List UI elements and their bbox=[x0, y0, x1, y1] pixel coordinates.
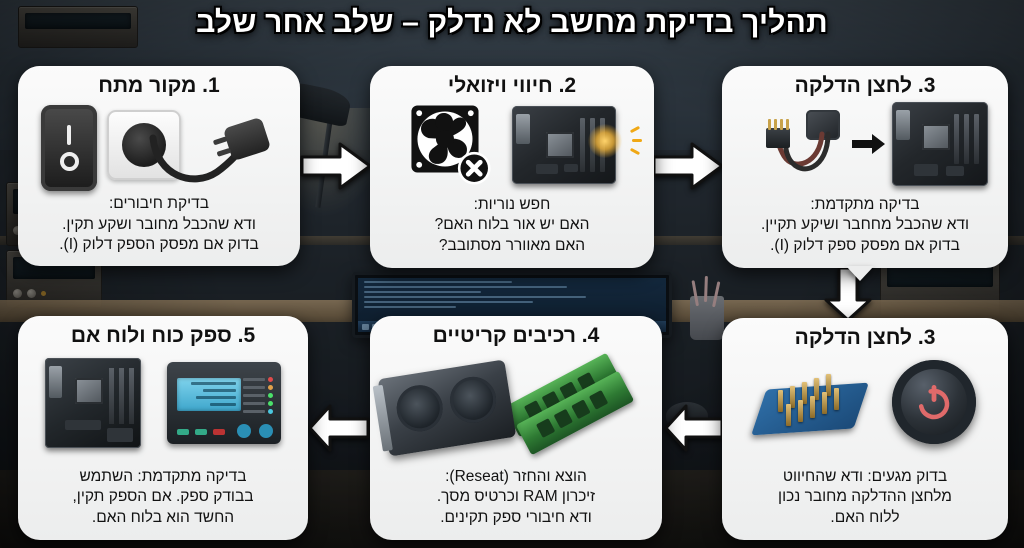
arrow-step4-to-step5 bbox=[308, 404, 370, 452]
step-card-4-title: 4. רכיבים קריטיים bbox=[432, 324, 600, 347]
power-button-icon bbox=[892, 360, 976, 445]
cpu-socket bbox=[75, 378, 103, 405]
step-card-1-title: 1. מקור מתח bbox=[98, 74, 220, 97]
step-card-5[interactable]: 5. ספק כוח ולוח אם bbox=[18, 316, 308, 540]
arrow-step1-to-step2 bbox=[300, 142, 372, 190]
step-card-3-illustration bbox=[742, 102, 988, 187]
step-card-4-body: הוצא והחזר (Reseat): זיכרון RAM וכרטיס מ… bbox=[436, 467, 596, 526]
step-card-3[interactable]: 3. לחצן הדלקה bbox=[722, 66, 1008, 268]
motherboard-icon bbox=[892, 102, 988, 187]
step-card-2[interactable]: 2. חיווי ויזואלי bbox=[370, 66, 654, 268]
gpu-fan bbox=[446, 373, 500, 427]
motherboard-led-icon bbox=[512, 106, 642, 185]
cpu-socket bbox=[546, 132, 574, 159]
step-card-2-title: 2. חיווי ויזואלי bbox=[447, 74, 577, 97]
io-panel bbox=[49, 366, 62, 399]
motherboard-icon bbox=[45, 358, 141, 449]
step-card-1[interactable]: 1. מקור מתח בדיקת חיבורים: ודא שהכבל מחו… bbox=[18, 66, 300, 266]
graphics-card-icon bbox=[372, 359, 517, 457]
gpu-fan bbox=[393, 382, 447, 435]
step-card-5-body: בדיקה מתקדמת: השתמש בבודק ספק. אם הספק ת… bbox=[72, 467, 254, 526]
psu-tester-icon bbox=[167, 362, 281, 445]
step-card-3-body: בדיקה מתקדמת: ודא שהכבל מחחבר ושיקע תקיי… bbox=[760, 195, 970, 254]
step-card-2-body: חפש נוריות: האם יש אור בלוח האם? האם מאו… bbox=[434, 195, 590, 254]
step-card-2-illustration bbox=[408, 102, 642, 188]
cable-connector bbox=[766, 119, 790, 149]
arrow-step3b-to-step4 bbox=[664, 404, 724, 452]
led-glow bbox=[588, 124, 622, 159]
step-card-3b-illustration bbox=[751, 360, 976, 445]
step-card-3b-title: 3. לחצן הדלקה bbox=[794, 326, 936, 349]
card-pointer-notch bbox=[846, 266, 874, 281]
tester-lcd-screen bbox=[177, 378, 241, 412]
step-card-4-illustration bbox=[372, 352, 649, 457]
rocker-switch-icon bbox=[41, 105, 97, 192]
step-card-1-body: בדיקת חיבורים: ודא שהכבל מחובר ושקע תקין… bbox=[59, 195, 259, 254]
step-card-4[interactable]: 4. רכיבים קריטיים הוצא והחזר (Reseat): ז… bbox=[370, 316, 662, 540]
arrow-right-icon bbox=[852, 134, 885, 155]
step-card-3b[interactable]: 3. לחצן הדלקה בדוק bbox=[722, 318, 1008, 540]
step-card-3b-body: בדוק מגעים: ודא שהחיווט מלחצן ההדלקה מחו… bbox=[778, 467, 952, 526]
cpu-socket bbox=[922, 124, 950, 151]
io-panel bbox=[896, 110, 910, 141]
arrow-step2-to-step3 bbox=[652, 142, 724, 190]
fan-error-icon bbox=[411, 105, 491, 185]
page-title: תהליך בדיקת מחשב לא נדלק – שלב אחר שלב bbox=[196, 6, 828, 39]
switch-wires bbox=[775, 131, 831, 172]
ram-modules-icon bbox=[503, 352, 649, 456]
step-card-5-title: 5. ספק כוח ולוח אם bbox=[70, 324, 256, 347]
step-card-5-illustration bbox=[45, 358, 281, 449]
step-card-3-title: 3. לחצן הדלקה bbox=[794, 74, 936, 97]
power-switch-cable-icon bbox=[742, 106, 846, 182]
gpu-bracket bbox=[372, 384, 393, 452]
io-panel bbox=[516, 114, 530, 145]
tester-buttons bbox=[177, 429, 225, 436]
tester-led-row bbox=[243, 377, 273, 415]
pin-header-icon bbox=[751, 364, 869, 440]
step-card-1-illustration bbox=[41, 102, 277, 194]
power-symbol-icon bbox=[918, 385, 950, 420]
